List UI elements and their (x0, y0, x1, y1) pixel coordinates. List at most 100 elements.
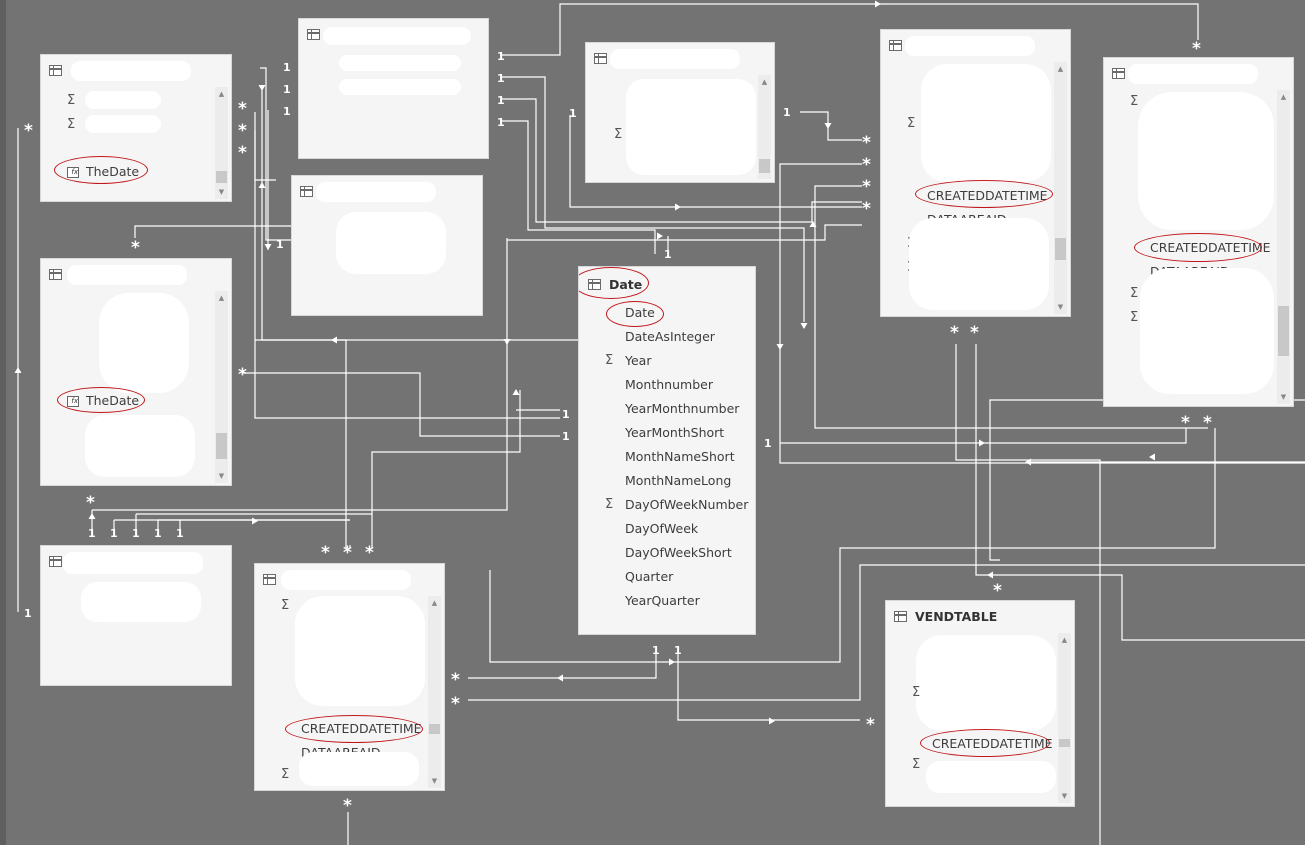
scrollbar[interactable]: ▲▼ (1058, 633, 1071, 803)
scrollbar[interactable]: ▲▼ (215, 291, 228, 483)
scrollbar[interactable]: ▲▼ (428, 596, 441, 788)
table-card-mid-left[interactable]: fx TheDate ▲▼ (40, 258, 232, 486)
cardinality-many-label: * (86, 493, 95, 513)
redaction-mark (85, 415, 195, 477)
relationship-line (507, 224, 862, 241)
table-card-top-small-1[interactable] (298, 18, 489, 159)
date-field[interactable]: MonthNameLong (625, 473, 732, 488)
direction-arrow (258, 182, 266, 188)
table-card-bottom-center[interactable]: Σ CREATEDDATETIME DATAAREAID Σ ▲▼ (254, 563, 445, 791)
sigma-icon: Σ (281, 598, 290, 613)
cardinality-one-label: 1 (283, 83, 291, 96)
cardinality-many-label: * (321, 543, 330, 563)
relationship-line (500, 98, 862, 223)
table-card-top-small-2[interactable] (291, 175, 483, 316)
cardinality-many-label: * (993, 581, 1002, 601)
redaction-mark (916, 635, 1056, 731)
sigma-icon: Σ (67, 117, 76, 132)
scrollbar[interactable]: ▲▼ (215, 87, 228, 199)
relationship-line (989, 399, 1305, 561)
redaction-mark (67, 265, 187, 285)
date-field[interactable]: YearMonthShort (625, 425, 725, 440)
direction-arrow (987, 571, 993, 579)
date-field[interactable]: YearMonthnumber (625, 401, 740, 416)
table-icon (889, 39, 902, 51)
redaction-mark (1140, 268, 1274, 394)
cardinality-many-label: * (238, 365, 247, 385)
cardinality-one-label: 1 (276, 238, 284, 251)
redaction-mark (1138, 92, 1274, 230)
table-icon (894, 610, 907, 622)
relationship-line (955, 344, 1101, 845)
sigma-icon: Σ (67, 93, 76, 108)
date-field[interactable]: DayOfWeekShort (625, 545, 732, 560)
cardinality-one-label: 1 (664, 248, 672, 261)
redaction-mark (323, 27, 471, 45)
table-card-bottom-left[interactable] (40, 545, 232, 686)
table-header: VENDTABLE (894, 607, 997, 625)
date-field[interactable]: DayOfWeek (625, 521, 699, 536)
cardinality-many-label: * (238, 121, 247, 141)
direction-arrow (503, 339, 511, 345)
redaction-mark (99, 293, 189, 393)
relationship-line (500, 120, 656, 254)
cardinality-one-label: 1 (562, 408, 570, 421)
date-field[interactable]: Year (625, 353, 652, 368)
date-field[interactable]: DateAsInteger (625, 329, 715, 344)
date-field[interactable]: DayOfWeekNumber (625, 497, 749, 512)
direction-arrow (669, 658, 675, 666)
date-field[interactable]: Monthnumber (625, 377, 713, 392)
cardinality-many-label: * (365, 543, 374, 563)
table-icon (49, 64, 62, 76)
cardinality-one-label: 1 (88, 527, 96, 540)
cardinality-many-label: * (950, 323, 959, 343)
table-title: VENDTABLE (915, 608, 998, 624)
direction-arrow (875, 0, 881, 8)
table-header (49, 552, 70, 570)
direction-arrow (331, 336, 337, 344)
table-header (889, 36, 910, 54)
table-card-suppliers[interactable]: Σ ▲ (585, 42, 775, 183)
table-card-top-right-1[interactable]: Σ CREATEDDATETIME DATAAREAID Σ Σ ▲▼ (880, 29, 1071, 317)
cardinality-many-label: * (862, 199, 871, 219)
redaction-mark (63, 552, 203, 574)
sigma-icon: Σ (605, 353, 614, 368)
scrollbar[interactable]: ▲ (758, 75, 771, 179)
cardinality-one-label: 1 (674, 644, 682, 657)
sigma-icon: Σ (281, 767, 290, 782)
highlight-circle (920, 729, 1050, 757)
table-icon (307, 28, 320, 40)
cardinality-many-label: * (862, 133, 871, 153)
date-field[interactable]: Quarter (625, 569, 674, 584)
relationship-line (254, 112, 276, 181)
date-field[interactable]: YearQuarter (625, 593, 700, 608)
canvas-edge (0, 0, 6, 845)
cardinality-one-label: 1 (110, 527, 118, 540)
cardinality-one-label: 1 (783, 106, 791, 119)
relationship-line (975, 344, 1305, 641)
table-card-top-right-2[interactable]: Σ CREATEDDATETIME DATAAREAID Σ Σ ▲▼ (1103, 57, 1294, 407)
redaction-mark (909, 218, 1049, 310)
cardinality-many-label: * (238, 99, 247, 119)
direction-arrow (258, 85, 266, 91)
direction-arrow (557, 674, 563, 682)
relationship-line (134, 225, 300, 238)
redaction-mark (85, 115, 161, 133)
cardinality-one-label: 1 (497, 50, 505, 63)
table-card-top-left[interactable]: Σ Σ fx TheDate ▲▼ (40, 54, 232, 202)
cardinality-one-label: 1 (132, 527, 140, 540)
redaction-mark (339, 55, 461, 71)
direction-arrow (264, 244, 272, 250)
date-field[interactable]: MonthNameShort (625, 449, 735, 464)
scrollbar[interactable]: ▲▼ (1277, 90, 1290, 404)
redaction-mark (295, 596, 425, 706)
highlight-circle (606, 301, 664, 327)
relationship-line (800, 111, 862, 141)
scrollbar[interactable]: ▲▼ (1054, 62, 1067, 314)
sigma-icon: Σ (912, 757, 921, 772)
redaction-mark (299, 752, 419, 786)
table-card-vendtable[interactable]: VENDTABLE Σ CREATEDDATETIME Σ ▲▼ (885, 600, 1075, 807)
highlight-circle (1134, 233, 1262, 262)
